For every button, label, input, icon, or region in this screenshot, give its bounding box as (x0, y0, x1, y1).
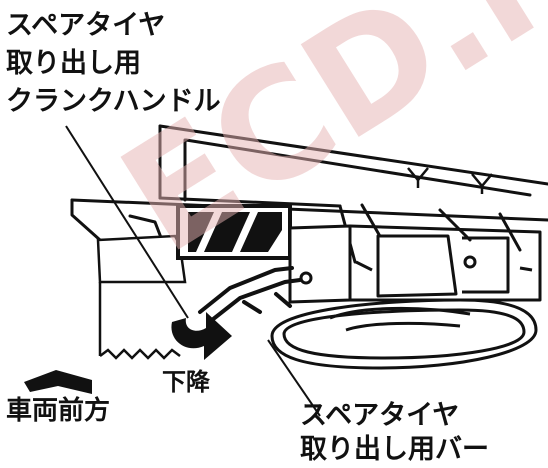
spare-tire (270, 298, 538, 370)
rotation-arrow (171, 312, 232, 360)
leader-lines (65, 125, 321, 417)
crank-handle (198, 266, 302, 322)
rear-reflector (176, 204, 292, 260)
bumper-panel (96, 234, 187, 360)
floor-bolts (407, 167, 493, 194)
vehicle-front-label: 車両前方 (6, 396, 111, 426)
lower-direction-label: 下降 (162, 368, 210, 396)
spare-tire-carrier (288, 224, 542, 304)
spare-tire-bar-label-line1: スペアタイヤ (300, 400, 460, 431)
crank-handle-label-line1: スペアタイヤ (6, 10, 166, 41)
spare-tire-bar-label-line2: 取り出し用バー (300, 434, 489, 465)
vehicle-frame (70, 124, 548, 264)
crank-handle-label-line3: クランクハンドル (6, 86, 221, 117)
crank-handle-label-line2: 取り出し用 (6, 48, 141, 79)
front-arrow (24, 370, 92, 394)
